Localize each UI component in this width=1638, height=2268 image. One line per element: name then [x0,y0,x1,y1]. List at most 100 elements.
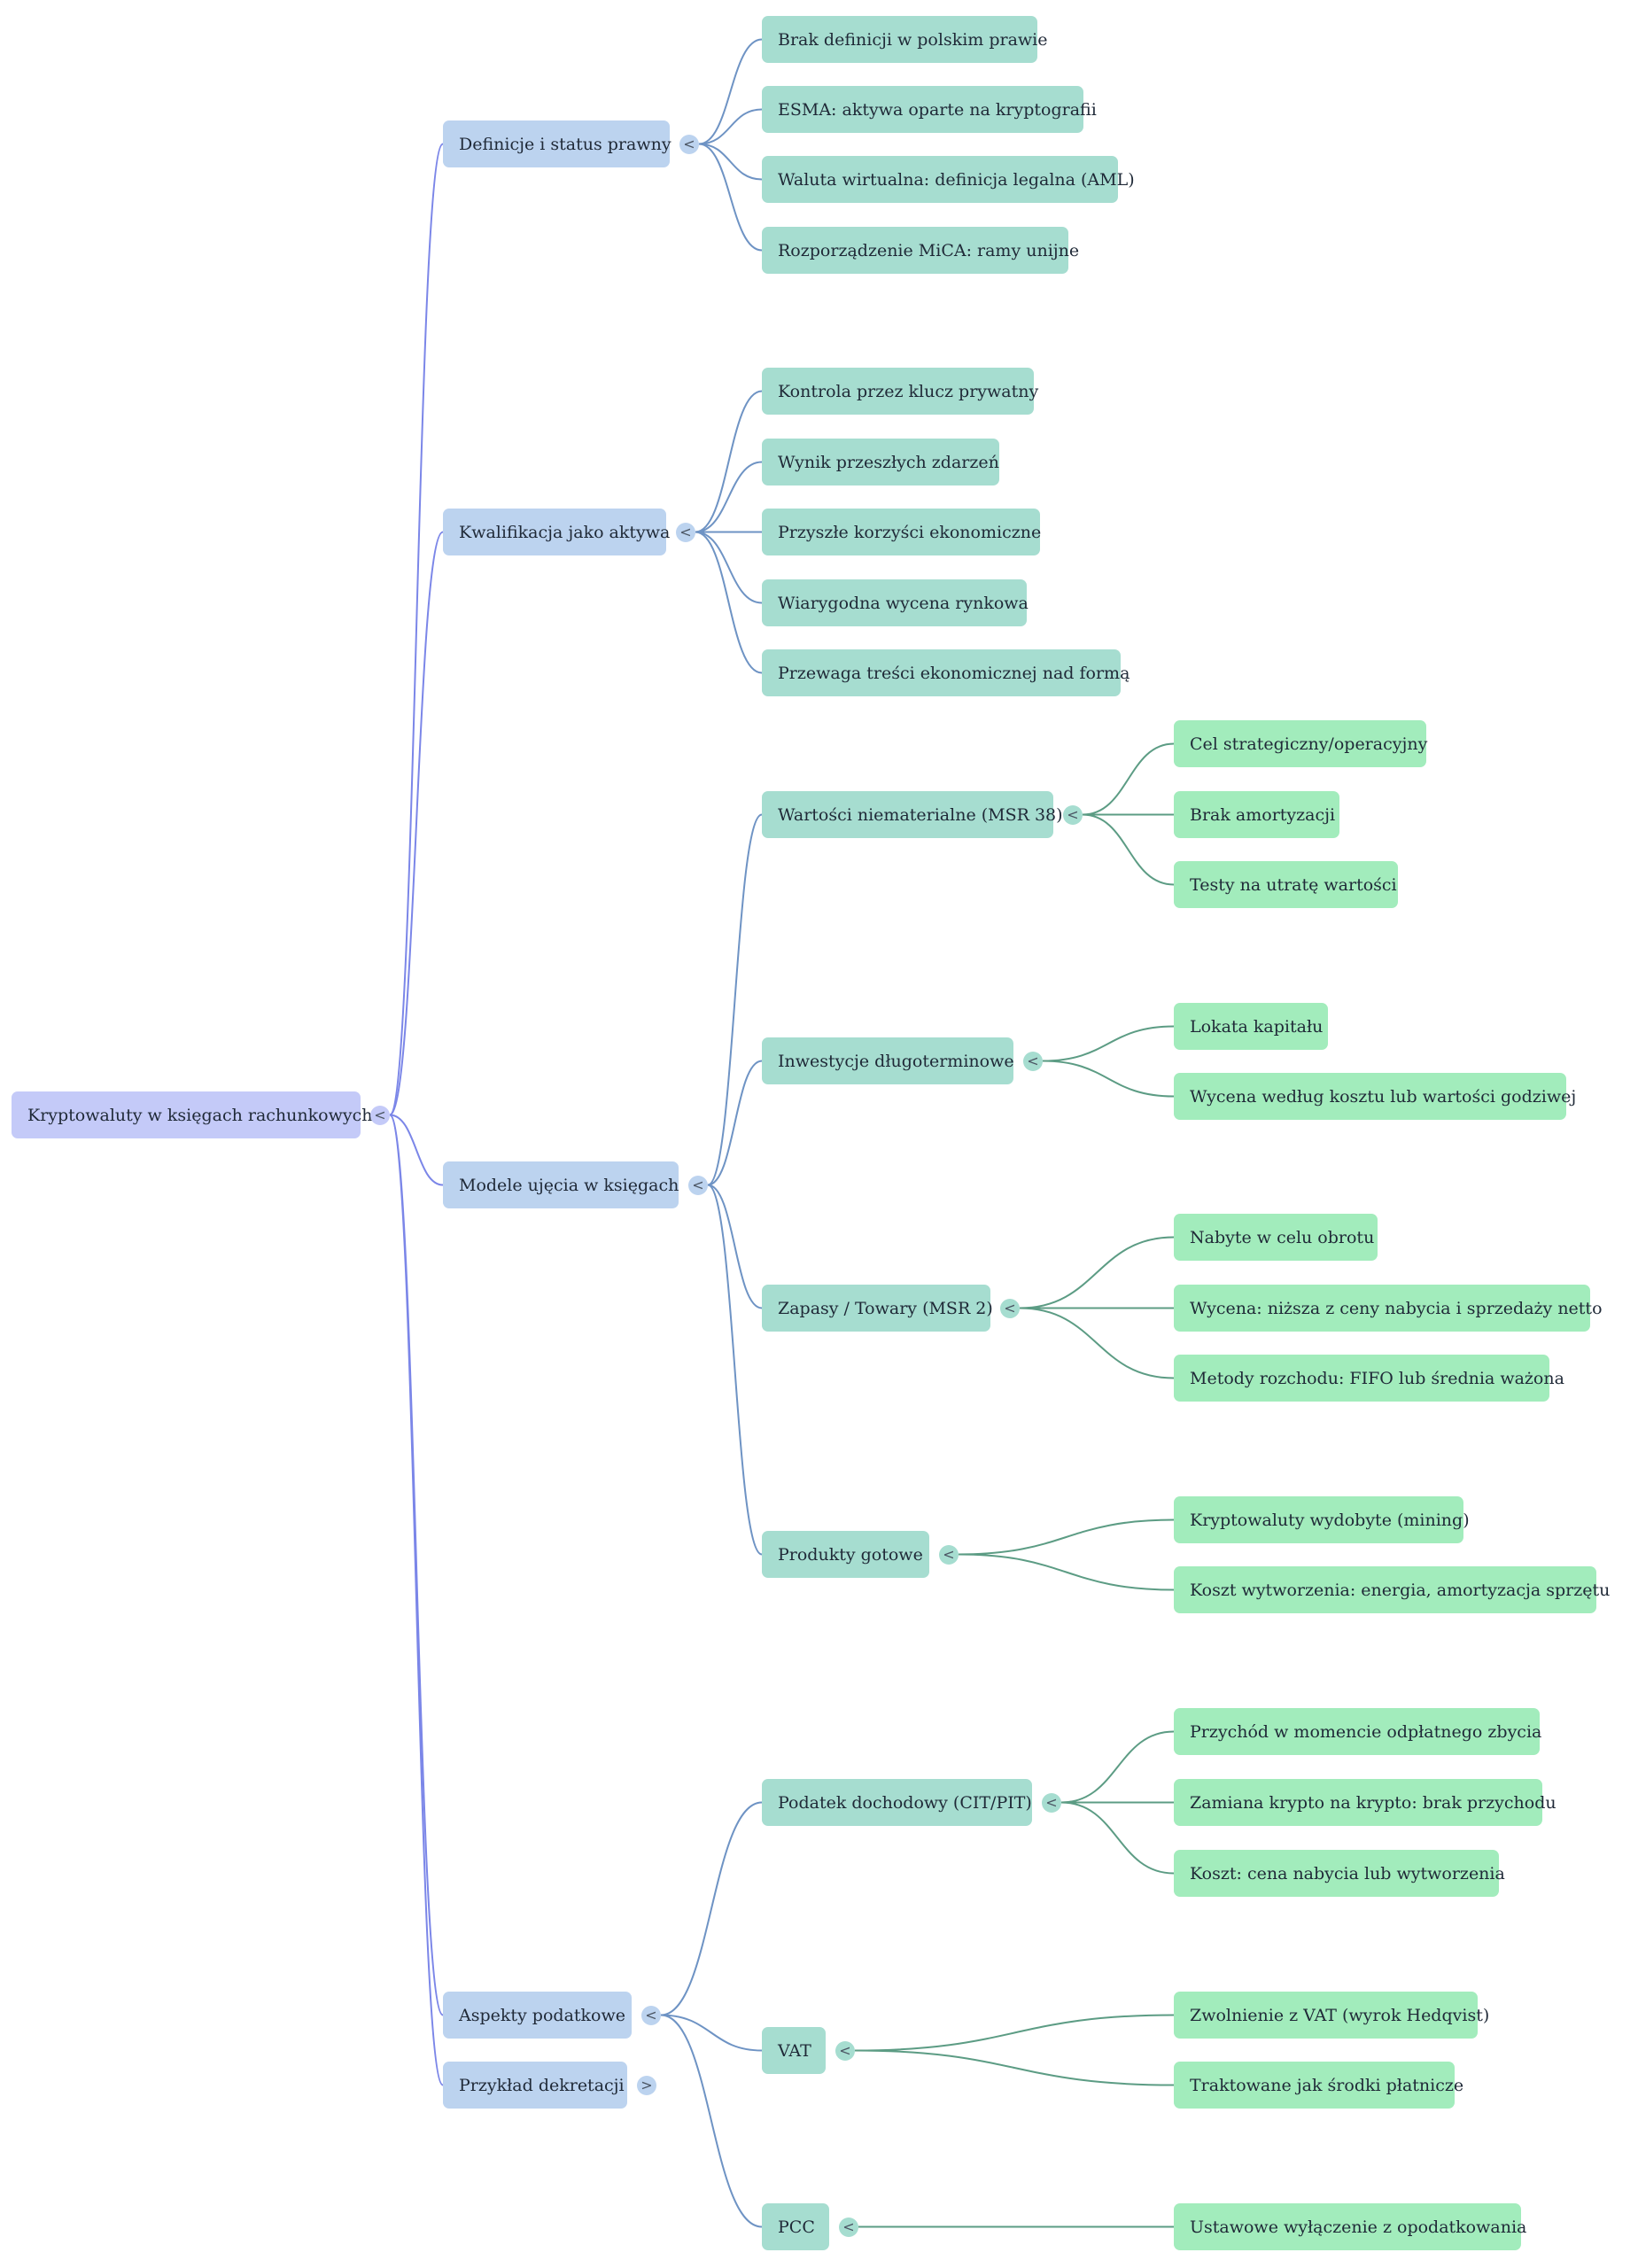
node-kwalifikacja[interactable]: Kwalifikacja jako aktywa [443,509,670,555]
edge-modele-to-zapasy [707,1184,763,1309]
node-wnip-2[interactable]: Brak amortyzacji [1174,791,1339,838]
edge-wnip-to-wnip-1 [1082,742,1175,816]
node-def-3[interactable]: Waluta wirtualna: definicja legalna (AML… [762,156,1135,203]
node-label: Testy na utratę wartości [1190,874,1397,895]
node-inw-1[interactable]: Lokata kapitału [1174,1003,1328,1050]
node-modele[interactable]: Modele ujęcia w księgach [443,1161,679,1208]
edge-root-to-przyklad [389,1114,444,2086]
expand-toggle-icon[interactable]: > [637,2075,656,2095]
edge-vat-to-vat-1 [854,2014,1175,2052]
edge-zapasy-to-zap-1 [1019,1236,1175,1309]
node-label: Nabyte w celu obrotu [1190,1227,1375,1247]
node-label: Inwestycje długoterminowe [778,1051,1014,1071]
node-label: Wycena według kosztu lub wartości godziw… [1190,1086,1577,1107]
collapse-toggle-icon[interactable]: < [676,522,695,542]
collapse-toggle-icon[interactable]: < [1000,1298,1020,1318]
node-podatki[interactable]: Aspekty podatkowe [443,1992,632,2039]
collapse-toggle-icon[interactable]: < [1042,1792,1061,1813]
edge-kwalifikacja-to-kw-2 [695,461,763,533]
node-vat-2[interactable]: Traktowane jak środki płatnicze [1174,2062,1463,2109]
node-label: Przyszłe korzyści ekonomiczne [778,522,1042,542]
node-cit-3[interactable]: Koszt: cena nabycia lub wytworzenia [1174,1850,1505,1897]
node-label: Produkty gotowe [778,1544,923,1565]
node-wnip-3[interactable]: Testy na utratę wartości [1174,861,1398,908]
node-kw-5[interactable]: Przewaga treści ekonomicznej nad formą [762,649,1130,696]
node-cit-1[interactable]: Przychód w momencie odpłatnego zbycia [1174,1708,1542,1755]
node-pcc[interactable]: PCC [762,2203,829,2250]
node-label: Przewaga treści ekonomicznej nad formą [778,663,1130,683]
node-inw-2[interactable]: Wycena według kosztu lub wartości godziw… [1174,1073,1576,1120]
node-label: Cel strategiczny/operacyjny [1190,734,1428,754]
node-label: Waluta wirtualna: definicja legalna (AML… [778,169,1135,190]
node-label: Brak definicji w polskim prawie [778,29,1048,50]
edge-definicje-to-def-2 [698,108,763,145]
node-vat-1[interactable]: Zwolnienie z VAT (wyrok Hedqvist) [1174,1992,1489,2039]
collapse-toggle-icon[interactable]: < [1023,1051,1043,1071]
node-pcc-1[interactable]: Ustawowe wyłączenie z opodatkowania [1174,2203,1526,2250]
node-label: Koszt: cena nabycia lub wytworzenia [1190,1863,1505,1884]
node-zap-1[interactable]: Nabyte w celu obrotu [1174,1214,1378,1261]
node-definicje[interactable]: Definicje i status prawny [443,120,672,167]
edge-root-to-modele [389,1114,444,1186]
node-produkty[interactable]: Produkty gotowe [762,1531,929,1578]
node-label: Lokata kapitału [1190,1016,1324,1037]
node-label: Podatek dochodowy (CIT/PIT) [778,1792,1032,1813]
collapse-toggle-icon[interactable]: < [641,2005,661,2025]
node-kw-4[interactable]: Wiarygodna wycena rynkowa [762,579,1029,626]
node-kw-1[interactable]: Kontrola przez klucz prywatny [762,368,1038,415]
edge-root-to-podatki [389,1114,444,2016]
node-label: Zapasy / Towary (MSR 2) [778,1298,993,1318]
node-label: Kryptowaluty wydobyte (mining) [1190,1510,1470,1530]
node-prod-2[interactable]: Koszt wytworzenia: energia, amortyzacja … [1174,1566,1610,1613]
collapse-toggle-icon[interactable]: < [370,1105,390,1125]
node-przyklad[interactable]: Przykład dekretacji [443,2062,627,2109]
node-cit-2[interactable]: Zamiana krypto na krypto: brak przychodu [1174,1779,1556,1826]
collapse-toggle-icon[interactable]: < [1063,804,1083,825]
node-inwest[interactable]: Inwestycje długoterminowe [762,1037,1014,1084]
node-zap-2[interactable]: Wycena: niższa z ceny nabycia i sprzedaż… [1174,1285,1603,1332]
node-zapasy[interactable]: Zapasy / Towary (MSR 2) [762,1285,993,1332]
node-zap-3[interactable]: Metody rozchodu: FIFO lub średnia ważona [1174,1355,1564,1402]
edge-modele-to-wnip [707,813,763,1186]
node-label: Rozporządzenie MiCA: ramy unijne [778,240,1080,260]
node-cit[interactable]: Podatek dochodowy (CIT/PIT) [762,1779,1032,1826]
collapse-toggle-icon[interactable]: < [835,2040,855,2061]
node-label: Zwolnienie z VAT (wyrok Hedqvist) [1190,2005,1490,2025]
node-def-4[interactable]: Rozporządzenie MiCA: ramy unijne [762,227,1079,274]
edge-modele-to-inwest [707,1060,763,1186]
node-label: Modele ujęcia w księgach [459,1175,679,1195]
node-def-2[interactable]: ESMA: aktywa oparte na kryptografii [762,86,1097,133]
edge-kwalifikacja-to-kw-1 [695,390,763,533]
node-def-1[interactable]: Brak definicji w polskim prawie [762,16,1048,63]
node-label: Kontrola przez klucz prywatny [778,381,1039,401]
edge-produkty-to-prod-2 [958,1553,1175,1591]
node-label: Traktowane jak środki płatnicze [1190,2075,1464,2095]
node-kw-2[interactable]: Wynik przeszłych zdarzeń [762,439,999,485]
edge-podatki-to-vat [660,2014,763,2052]
node-kw-3[interactable]: Przyszłe korzyści ekonomiczne [762,509,1042,555]
node-label: Ustawowe wyłączenie z opodatkowania [1190,2217,1527,2237]
edge-definicje-to-def-4 [698,143,763,252]
node-root[interactable]: Kryptowaluty w księgach rachunkowych [12,1091,372,1138]
node-vat[interactable]: VAT [762,2027,826,2074]
edge-kwalifikacja-to-kw-5 [695,531,763,674]
node-label: ESMA: aktywa oparte na kryptografii [778,99,1097,120]
edge-podatki-to-cit [660,1801,763,2016]
collapse-toggle-icon[interactable]: < [839,2217,858,2237]
node-label: Przychód w momencie odpłatnego zbycia [1190,1721,1542,1742]
edge-produkty-to-prod-1 [958,1518,1175,1556]
node-wnip-1[interactable]: Cel strategiczny/operacyjny [1174,720,1428,767]
edge-root-to-kwalifikacja [389,531,444,1116]
collapse-toggle-icon[interactable]: < [939,1544,959,1565]
node-label: Kryptowaluty w księgach rachunkowych [27,1105,373,1125]
node-label: Koszt wytworzenia: energia, amortyzacja … [1190,1580,1611,1600]
node-prod-1[interactable]: Kryptowaluty wydobyte (mining) [1174,1496,1470,1543]
node-label: Wynik przeszłych zdarzeń [778,452,999,472]
edge-inwest-to-inw-2 [1042,1060,1175,1098]
collapse-toggle-icon[interactable]: < [679,134,699,154]
edge-vat-to-vat-2 [854,2049,1175,2086]
node-wnip[interactable]: Wartości niematerialne (MSR 38) [762,791,1063,838]
collapse-toggle-icon[interactable]: < [688,1175,708,1195]
edge-podatki-to-pcc [660,2014,763,2228]
